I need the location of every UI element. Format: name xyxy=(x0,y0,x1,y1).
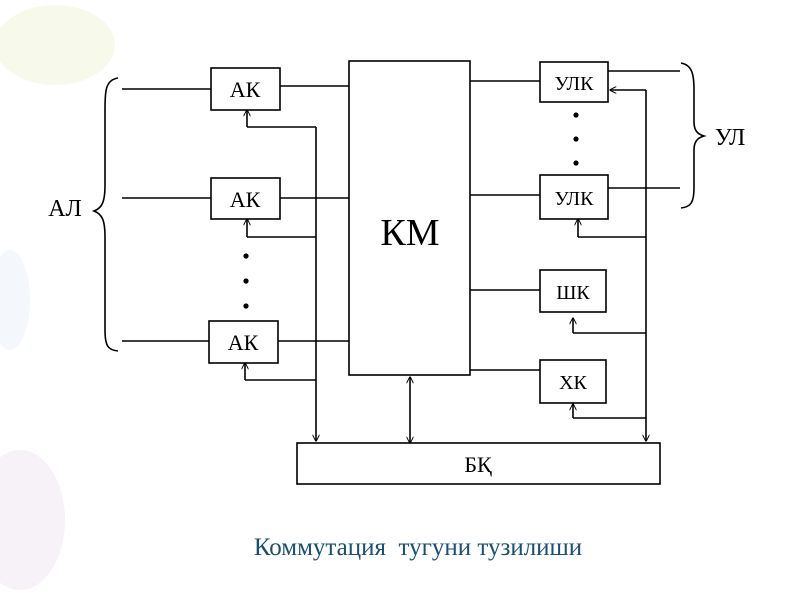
line-circuit-label-3: АК xyxy=(228,330,259,355)
control-block-box xyxy=(296,442,661,485)
unit-box-2 xyxy=(539,359,607,404)
line-circuit-box-1 xyxy=(210,67,281,111)
unit-label-2: ХК xyxy=(559,372,587,394)
right-brace xyxy=(680,62,707,209)
switch-matrix-label: КМ xyxy=(380,212,439,254)
subscriber-circuit-label-2: УЛК xyxy=(555,188,594,210)
right-group-label: УЛ xyxy=(715,125,746,151)
unit-label-1: ШК xyxy=(556,282,590,304)
subscriber-circuit-box-1 xyxy=(539,61,609,103)
line-circuit-box-3 xyxy=(208,320,279,364)
control-block-label: БҚ xyxy=(464,452,492,477)
diagram-caption: Коммутация тугуни тузилиши xyxy=(253,534,583,561)
ellipsis-dots xyxy=(243,112,579,309)
left-brace xyxy=(91,77,119,352)
line-circuit-box-2 xyxy=(210,177,281,220)
subscriber-circuit-box-2 xyxy=(539,174,609,220)
background-decor xyxy=(0,5,115,590)
left-group-label: АЛ xyxy=(48,196,82,222)
line-circuit-label-1: АК xyxy=(230,77,261,102)
line-circuit-label-2: АК xyxy=(230,187,261,212)
unit-box-1 xyxy=(539,269,607,313)
connection-lines xyxy=(91,62,707,443)
switching-matrix-box xyxy=(348,60,471,376)
subscriber-circuit-label-1: УЛК xyxy=(555,73,594,95)
